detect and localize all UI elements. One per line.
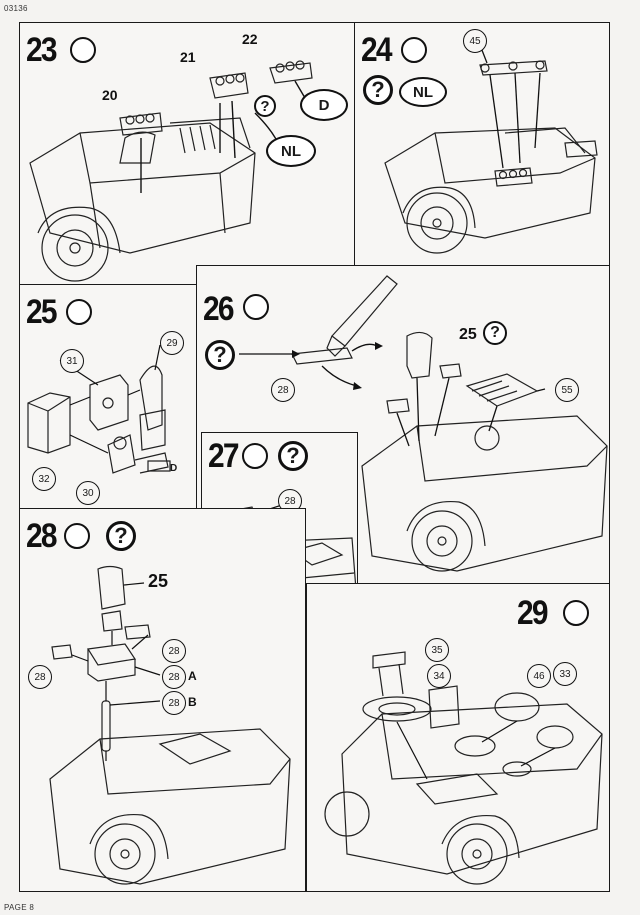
- part-30-label: 30: [76, 481, 100, 505]
- question-circle-icon: ?: [483, 321, 507, 345]
- step-29-panel: 29 35 34 46 33: [306, 583, 610, 892]
- glue-tube-icon: [64, 523, 90, 549]
- step-28-drawing: [49, 565, 291, 885]
- page-footer: PAGE 8: [4, 903, 35, 912]
- suffix-b-label: B: [188, 695, 197, 709]
- step-26-drawing: [239, 275, 608, 572]
- part-21-label: 21: [180, 49, 196, 65]
- country-badge-nl: NL: [399, 77, 447, 107]
- part-28-label-right: 28: [162, 639, 186, 663]
- part-28-label: 28: [271, 378, 295, 402]
- part-55-label: 55: [555, 378, 579, 402]
- question-circle-icon: ?: [278, 441, 308, 471]
- question-circle-icon: ?: [205, 340, 235, 370]
- step-23-drawing: [29, 60, 313, 282]
- step-27-number: 27: [208, 437, 240, 475]
- step-23-number: 23: [26, 31, 58, 69]
- catalog-code: 03136: [4, 4, 28, 13]
- step-24-drawing: [384, 44, 598, 254]
- part-20-label: 20: [102, 87, 118, 103]
- part-45-label: 45: [463, 29, 487, 53]
- step-29-drawing: [324, 651, 603, 885]
- step-25-number: 25: [26, 293, 58, 331]
- glue-tube-icon: [401, 37, 427, 63]
- part-25-label: 25: [148, 571, 169, 591]
- part-33-label: 33: [553, 662, 577, 686]
- part-22-label: 22: [242, 31, 258, 47]
- part-25-label: 25: [459, 326, 477, 343]
- glue-tube-icon: [70, 37, 96, 63]
- part-28b-label: 28: [162, 691, 186, 715]
- glue-tube-icon: [242, 443, 268, 469]
- suffix-a-label: A: [188, 669, 197, 683]
- step-24-number: 24: [361, 31, 393, 69]
- part-35-label: 35: [425, 638, 449, 662]
- step-29-number: 29: [517, 594, 549, 632]
- country-badge-d: D: [300, 89, 348, 121]
- part-28-label-left: 28: [28, 665, 52, 689]
- glue-tube-icon: [66, 299, 92, 325]
- part-34-label: 34: [427, 664, 451, 688]
- part-28a-label: 28: [162, 665, 186, 689]
- step-28-number: 28: [26, 517, 58, 555]
- part-32-label: 32: [32, 467, 56, 491]
- part-29-label: 29: [160, 331, 184, 355]
- question-circle-icon: ?: [363, 75, 393, 105]
- step-26-number: 26: [203, 290, 235, 328]
- glue-tube-icon: [243, 294, 269, 320]
- step-23-panel: 23 20 21 22 ? D NL: [19, 22, 356, 286]
- question-circle-icon: ?: [106, 521, 136, 551]
- step-24-panel: 24 ? NL 45: [354, 22, 610, 266]
- step-25-panel: 25 29 31 32 30 D: [19, 284, 197, 510]
- country-badge-nl: NL: [266, 135, 316, 167]
- part-46-label: 46: [527, 664, 551, 688]
- question-circle-icon: ?: [254, 95, 276, 117]
- step-28-panel: 28 ? 25 28 28 28 A 28 B: [19, 508, 306, 892]
- glue-tube-icon: [563, 600, 589, 626]
- part-31-label: 31: [60, 349, 84, 373]
- d-marker-label: D: [170, 463, 178, 474]
